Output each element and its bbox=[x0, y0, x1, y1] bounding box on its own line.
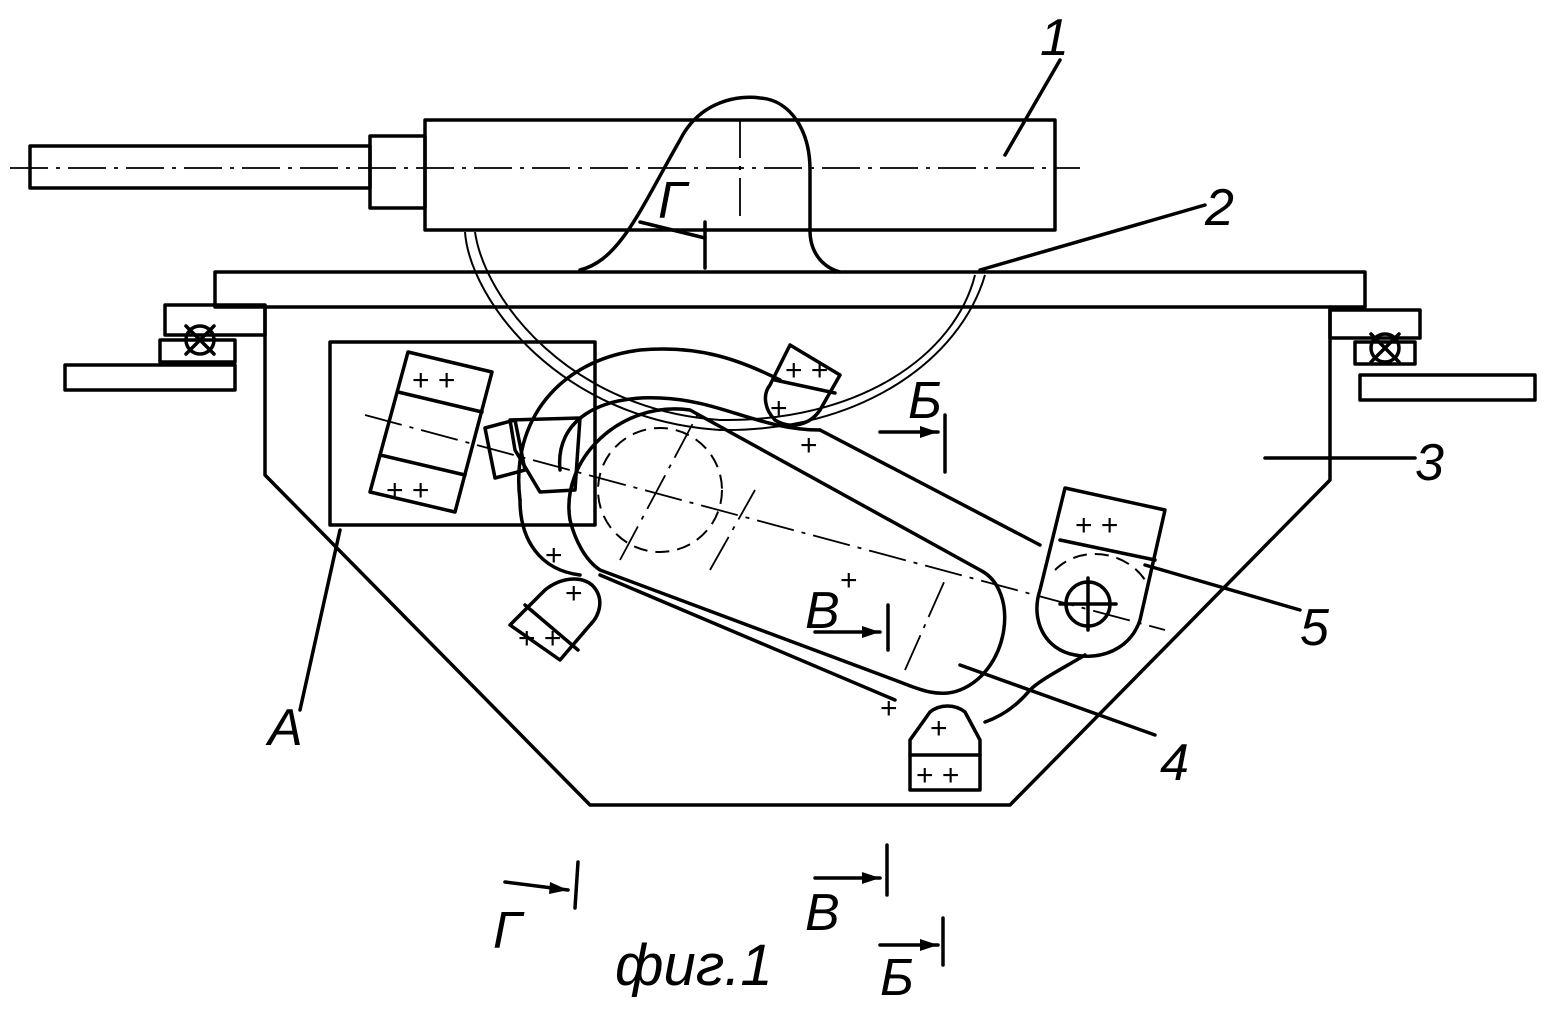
callout-1: 1 bbox=[1040, 9, 1069, 67]
section-label-b-top: Б bbox=[908, 372, 942, 430]
svg-text:+: + bbox=[840, 564, 858, 597]
right-support bbox=[1330, 310, 1535, 400]
section-label-b-bottom: Б bbox=[880, 949, 914, 1007]
svg-text:+ +: + + bbox=[518, 622, 561, 655]
svg-text:+: + bbox=[545, 539, 563, 572]
section-label-v-top: В bbox=[805, 582, 840, 640]
callout-3: 3 bbox=[1415, 434, 1444, 492]
svg-text:+: + bbox=[880, 692, 898, 725]
svg-text:+: + bbox=[565, 577, 583, 610]
svg-text:+ +: + + bbox=[916, 759, 959, 792]
bottom-pad: + + + + bbox=[880, 692, 980, 792]
right-pad-roller: + + bbox=[985, 488, 1165, 722]
callout-2: 2 bbox=[1204, 179, 1234, 237]
hydraulic-cylinder bbox=[10, 120, 1080, 230]
svg-text:+ +: + + bbox=[386, 474, 429, 507]
svg-text:+ +: + + bbox=[785, 354, 828, 387]
svg-text:+ +: + + bbox=[412, 364, 455, 397]
plate bbox=[215, 272, 1365, 307]
left-support bbox=[65, 305, 265, 390]
svg-text:+: + bbox=[800, 429, 818, 462]
svg-text:+ +: + + bbox=[1075, 509, 1118, 542]
section-label-g-top: Г bbox=[658, 172, 690, 230]
callout-a: A bbox=[265, 699, 303, 757]
callout-4: 4 bbox=[1160, 734, 1189, 792]
svg-text:+: + bbox=[930, 712, 948, 745]
svg-text:+: + bbox=[770, 392, 788, 425]
upper-pad: + + + + bbox=[765, 345, 840, 462]
callout-5: 5 bbox=[1300, 599, 1330, 657]
section-label-v-bottom: В bbox=[805, 884, 840, 942]
left-pad-block: + + + + bbox=[370, 352, 580, 512]
figure-caption: фиг.1 bbox=[615, 933, 773, 998]
pivot-bracket bbox=[580, 97, 840, 272]
section-label-g-bottom: Г bbox=[493, 902, 525, 960]
